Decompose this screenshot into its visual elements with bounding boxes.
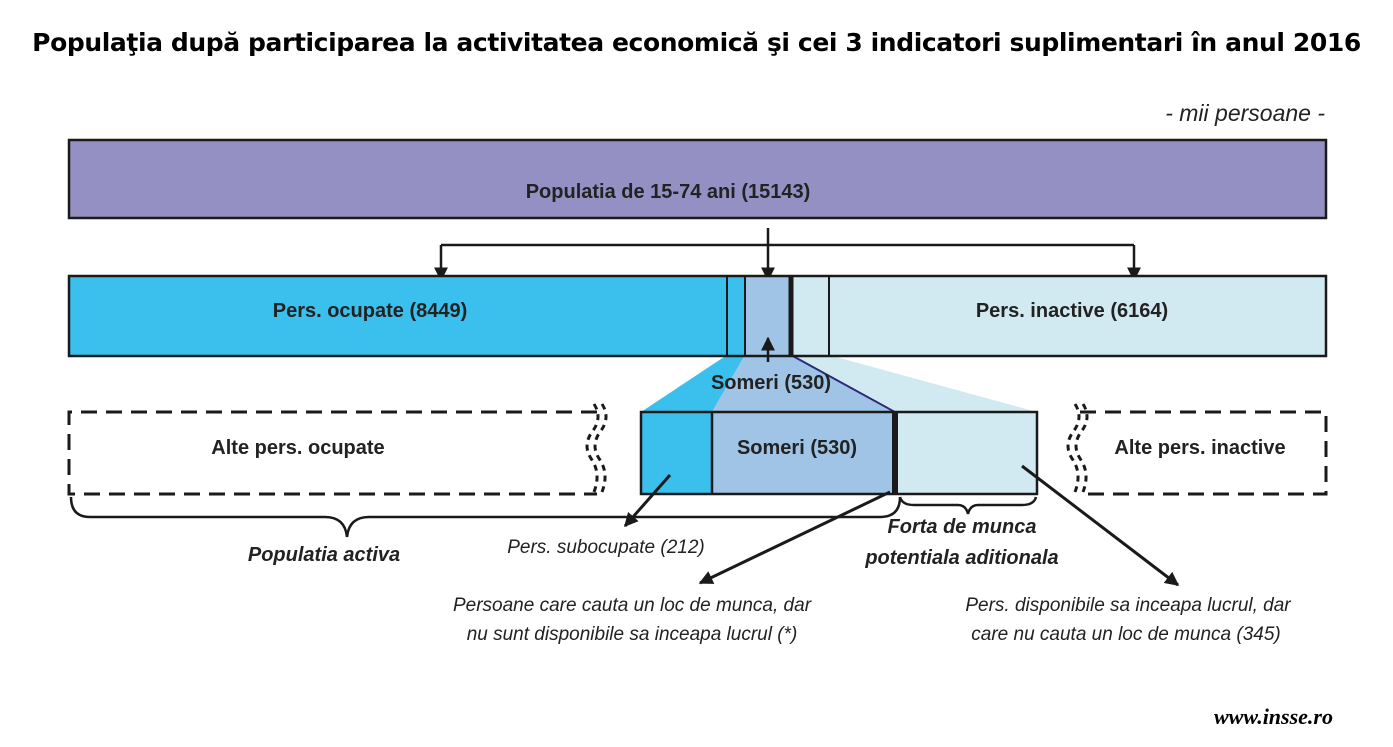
employed-segment [69,276,745,356]
unemployed-top-label: Someri (530) [711,372,831,394]
underemployed-segment [641,412,712,494]
detail-bar [639,410,1039,496]
population-label: Populatia de 15-74 ani (15143) [526,181,811,203]
other-inactive-label: Alte pers. inactive [1114,437,1285,459]
unemployed-detail-label: Someri (530) [737,437,857,459]
zoom-wedge-employed [641,355,745,412]
seeking-not-available-label-2: nu sunt disponibile sa inceapa lucrul (*… [467,624,798,645]
potential-labour-label-2: potentiala aditionala [864,547,1058,569]
active-population-brace [69,496,902,538]
available-not-seeking-label-2: care nu cauta un loc de munca (345) [971,624,1280,645]
other-employed-label: Alte pers. ocupate [211,437,384,459]
underemployed-label: Pers. subocupate (212) [507,537,705,558]
potential-labour-segment [895,412,1037,494]
source-link[interactable]: www.insse.ro [1213,704,1333,729]
active-population-label: Populatia activa [248,544,400,566]
zoom-wedge-unemployed [712,355,895,412]
employed-label: Pers. ocupate (8449) [273,300,468,322]
zoom-wedge-inactive [793,355,1037,412]
unemployed-detail-segment [712,412,895,494]
break-marks [585,403,1089,493]
inactive-label: Pers. inactive (6164) [976,300,1168,322]
zoom-line [790,354,896,413]
available-not-seeking-label-1: Pers. disponibile sa inceapa lucrul, dar [965,595,1291,616]
chart-title: Populaţia după participarea la activitat… [32,28,1361,57]
potential-labour-label-1: Forta de munca [888,516,1037,538]
inactive-segment [791,276,1326,356]
potential-labour-brace [898,496,1038,515]
population-box [67,138,1328,220]
seeking-not-available-label-1: Persoane care cauta un loc de munca, dar [453,595,812,616]
unit-label: - mii persoane - [1165,100,1325,126]
pointer-arrows [623,464,1180,587]
split-arrows [434,228,1141,282]
detail-dashed-frame [67,410,1328,496]
status-bar [67,274,1328,358]
